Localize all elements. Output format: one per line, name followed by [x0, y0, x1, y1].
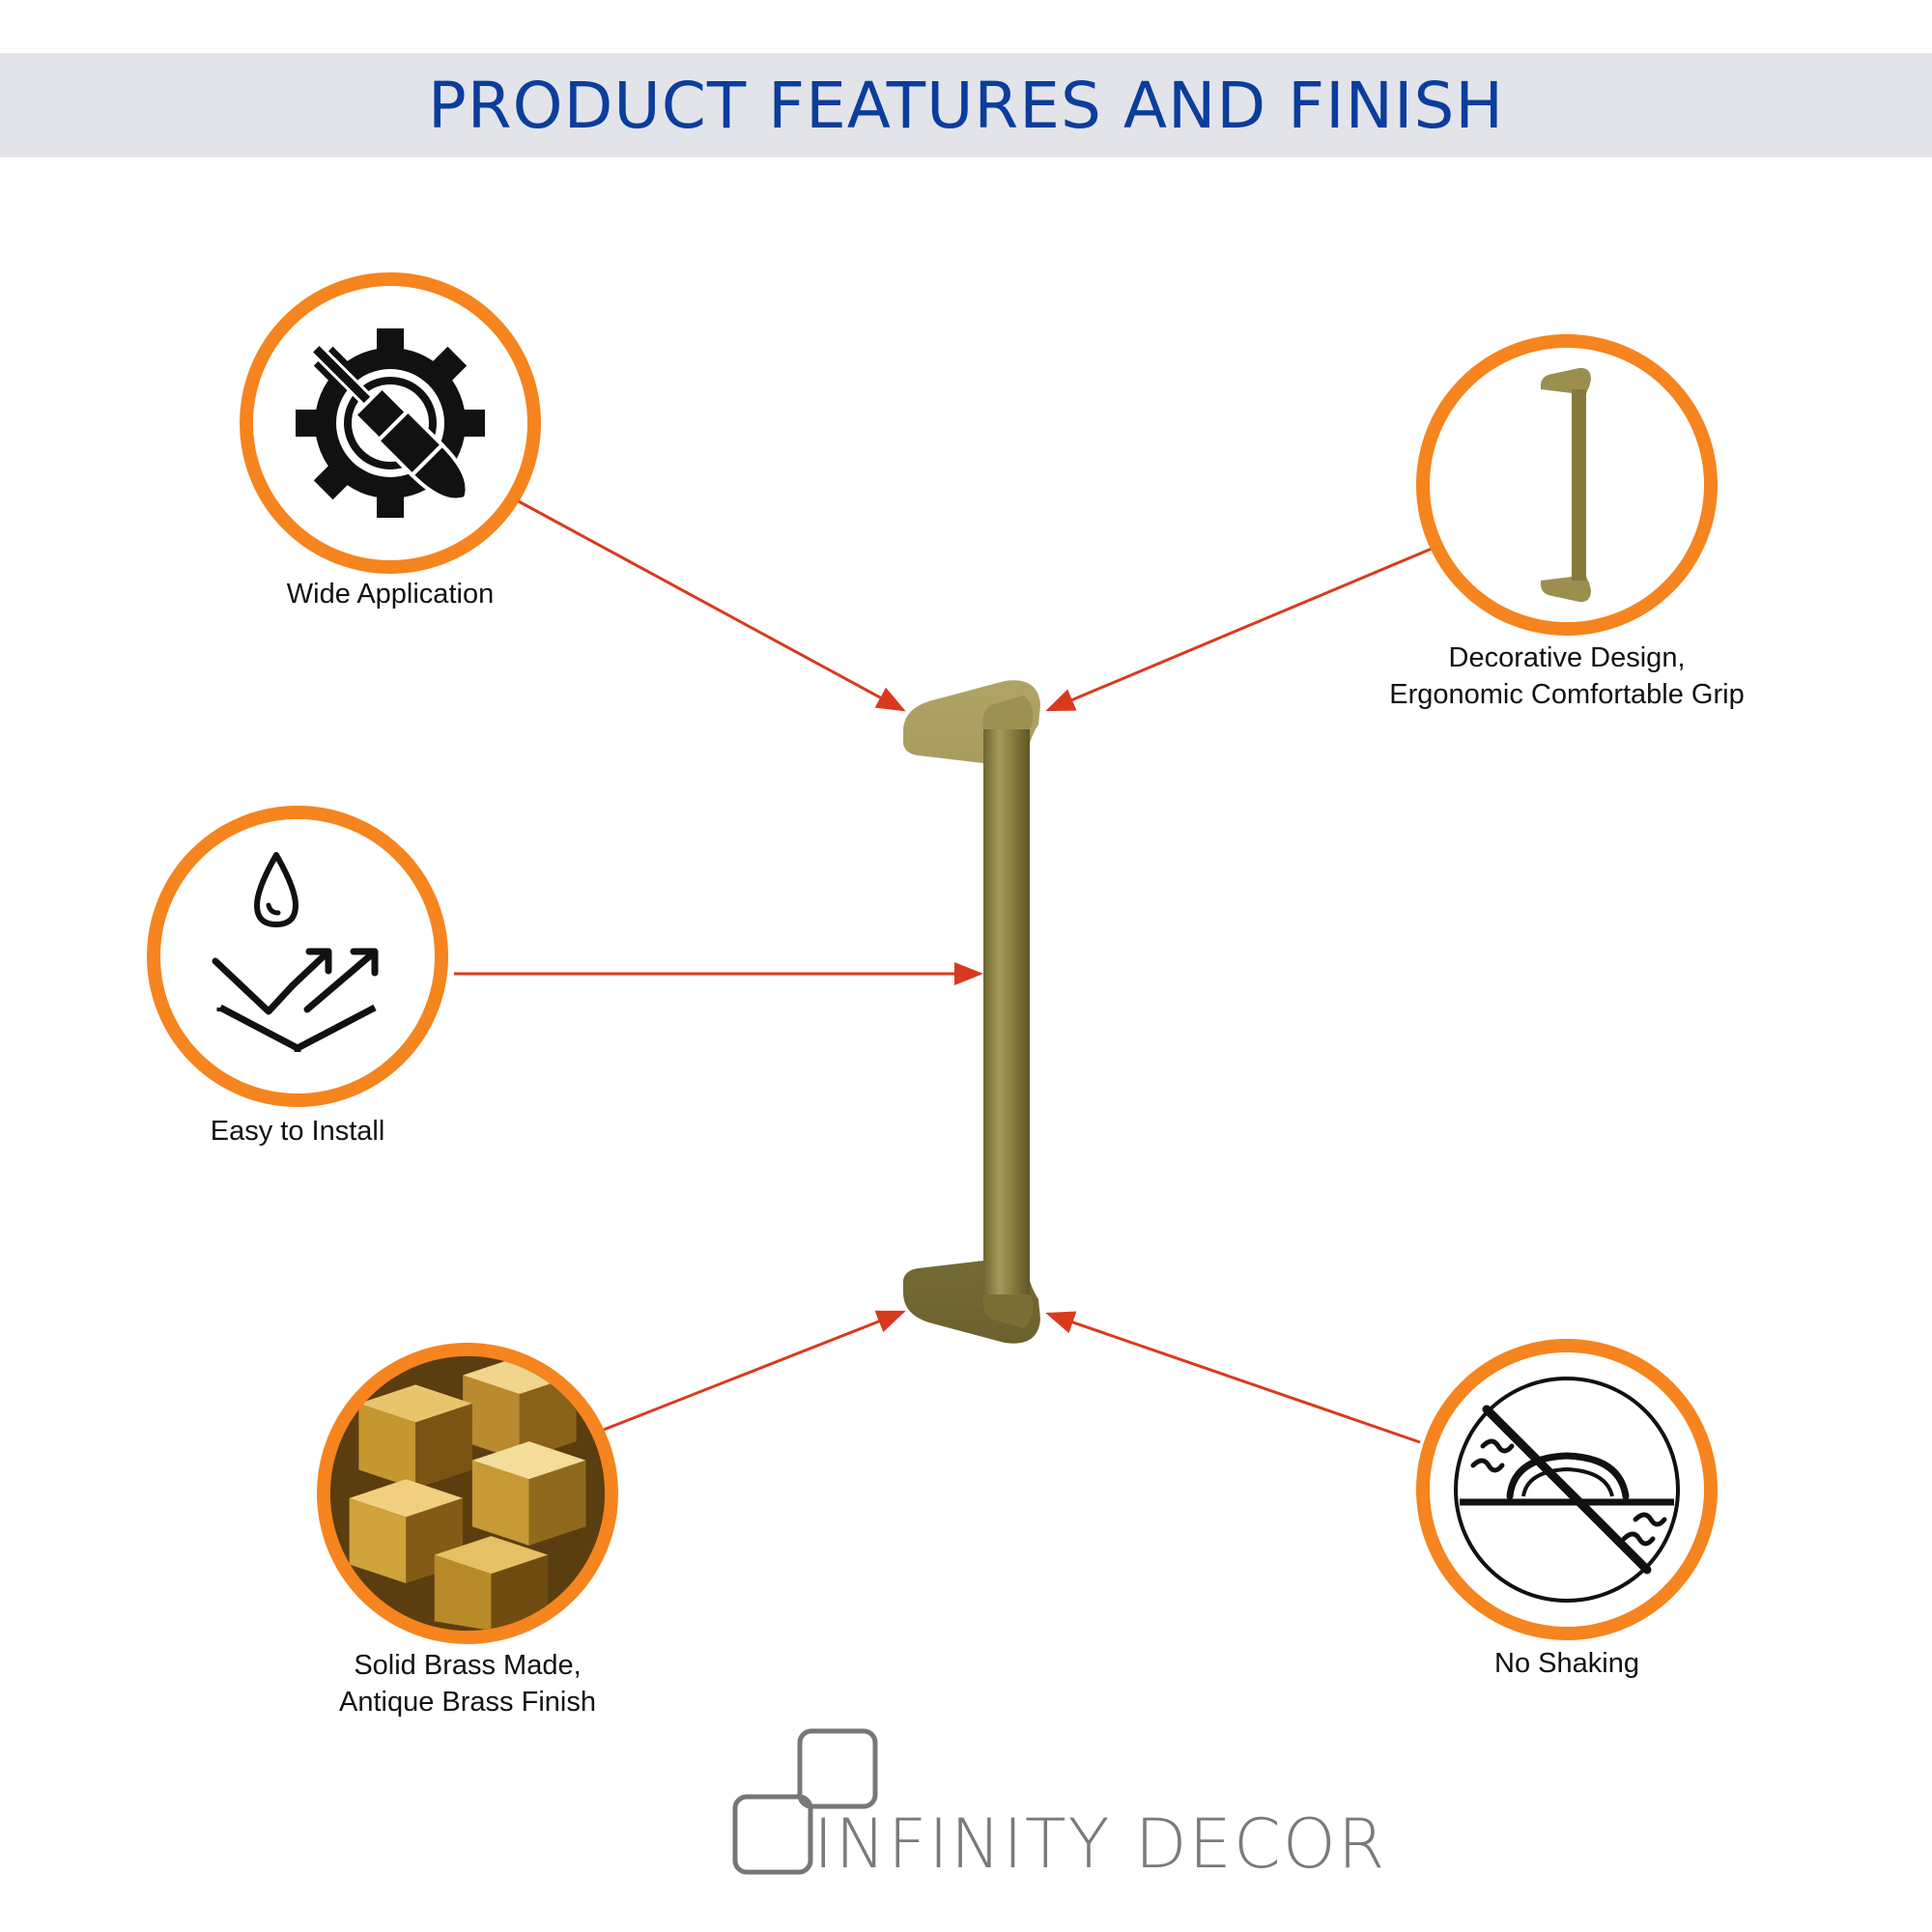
arrow-solid-brass	[603, 1310, 906, 1432]
brand-logo-icon	[732, 1728, 878, 1875]
feature-label-line: Decorative Design,	[1448, 642, 1686, 673]
title-banner: PRODUCT FEATURES AND FINISH	[0, 53, 1932, 157]
gear-screwdriver-icon	[296, 328, 485, 518]
arrow-decorative-design	[1045, 547, 1433, 712]
feature-label-line: Solid Brass Made,	[354, 1650, 582, 1681]
feature-label-line: Antique Brass Finish	[339, 1687, 596, 1718]
handle-icon	[1541, 367, 1591, 603]
brand-name: INFINITY DECOR	[813, 1804, 1387, 1884]
feature-ring	[1416, 1339, 1718, 1640]
brass-handle-image	[903, 680, 1040, 1344]
feature-label-line: Easy to Install	[210, 1116, 385, 1147]
page-title: PRODUCT FEATURES AND FINISH	[428, 68, 1504, 143]
feature-label-line: Ergonomic Comfortable Grip	[1389, 679, 1745, 710]
arrow-wide-application	[516, 498, 906, 712]
feature-label-line: Wide Application	[286, 579, 495, 610]
feature-ring	[240, 272, 541, 574]
feature-label: Wide Application	[245, 576, 535, 612]
feature-label: No Shaking	[1422, 1645, 1712, 1682]
feature-ring	[1416, 334, 1718, 636]
brass-cubes-image	[330, 1356, 605, 1631]
water-resistant-surface-icon	[212, 852, 379, 1052]
feature-label: Decorative Design, Ergonomic Comfortable…	[1354, 639, 1779, 713]
feature-label: Easy to Install	[153, 1113, 442, 1150]
feature-ring	[147, 806, 448, 1107]
arrow-no-shaking	[1045, 1311, 1421, 1444]
feature-label: Solid Brass Made, Antique Brass Finish	[284, 1647, 651, 1720]
feature-label-line: No Shaking	[1494, 1648, 1639, 1679]
feature-ring	[317, 1343, 618, 1644]
no-shaking-icon	[1454, 1377, 1680, 1603]
